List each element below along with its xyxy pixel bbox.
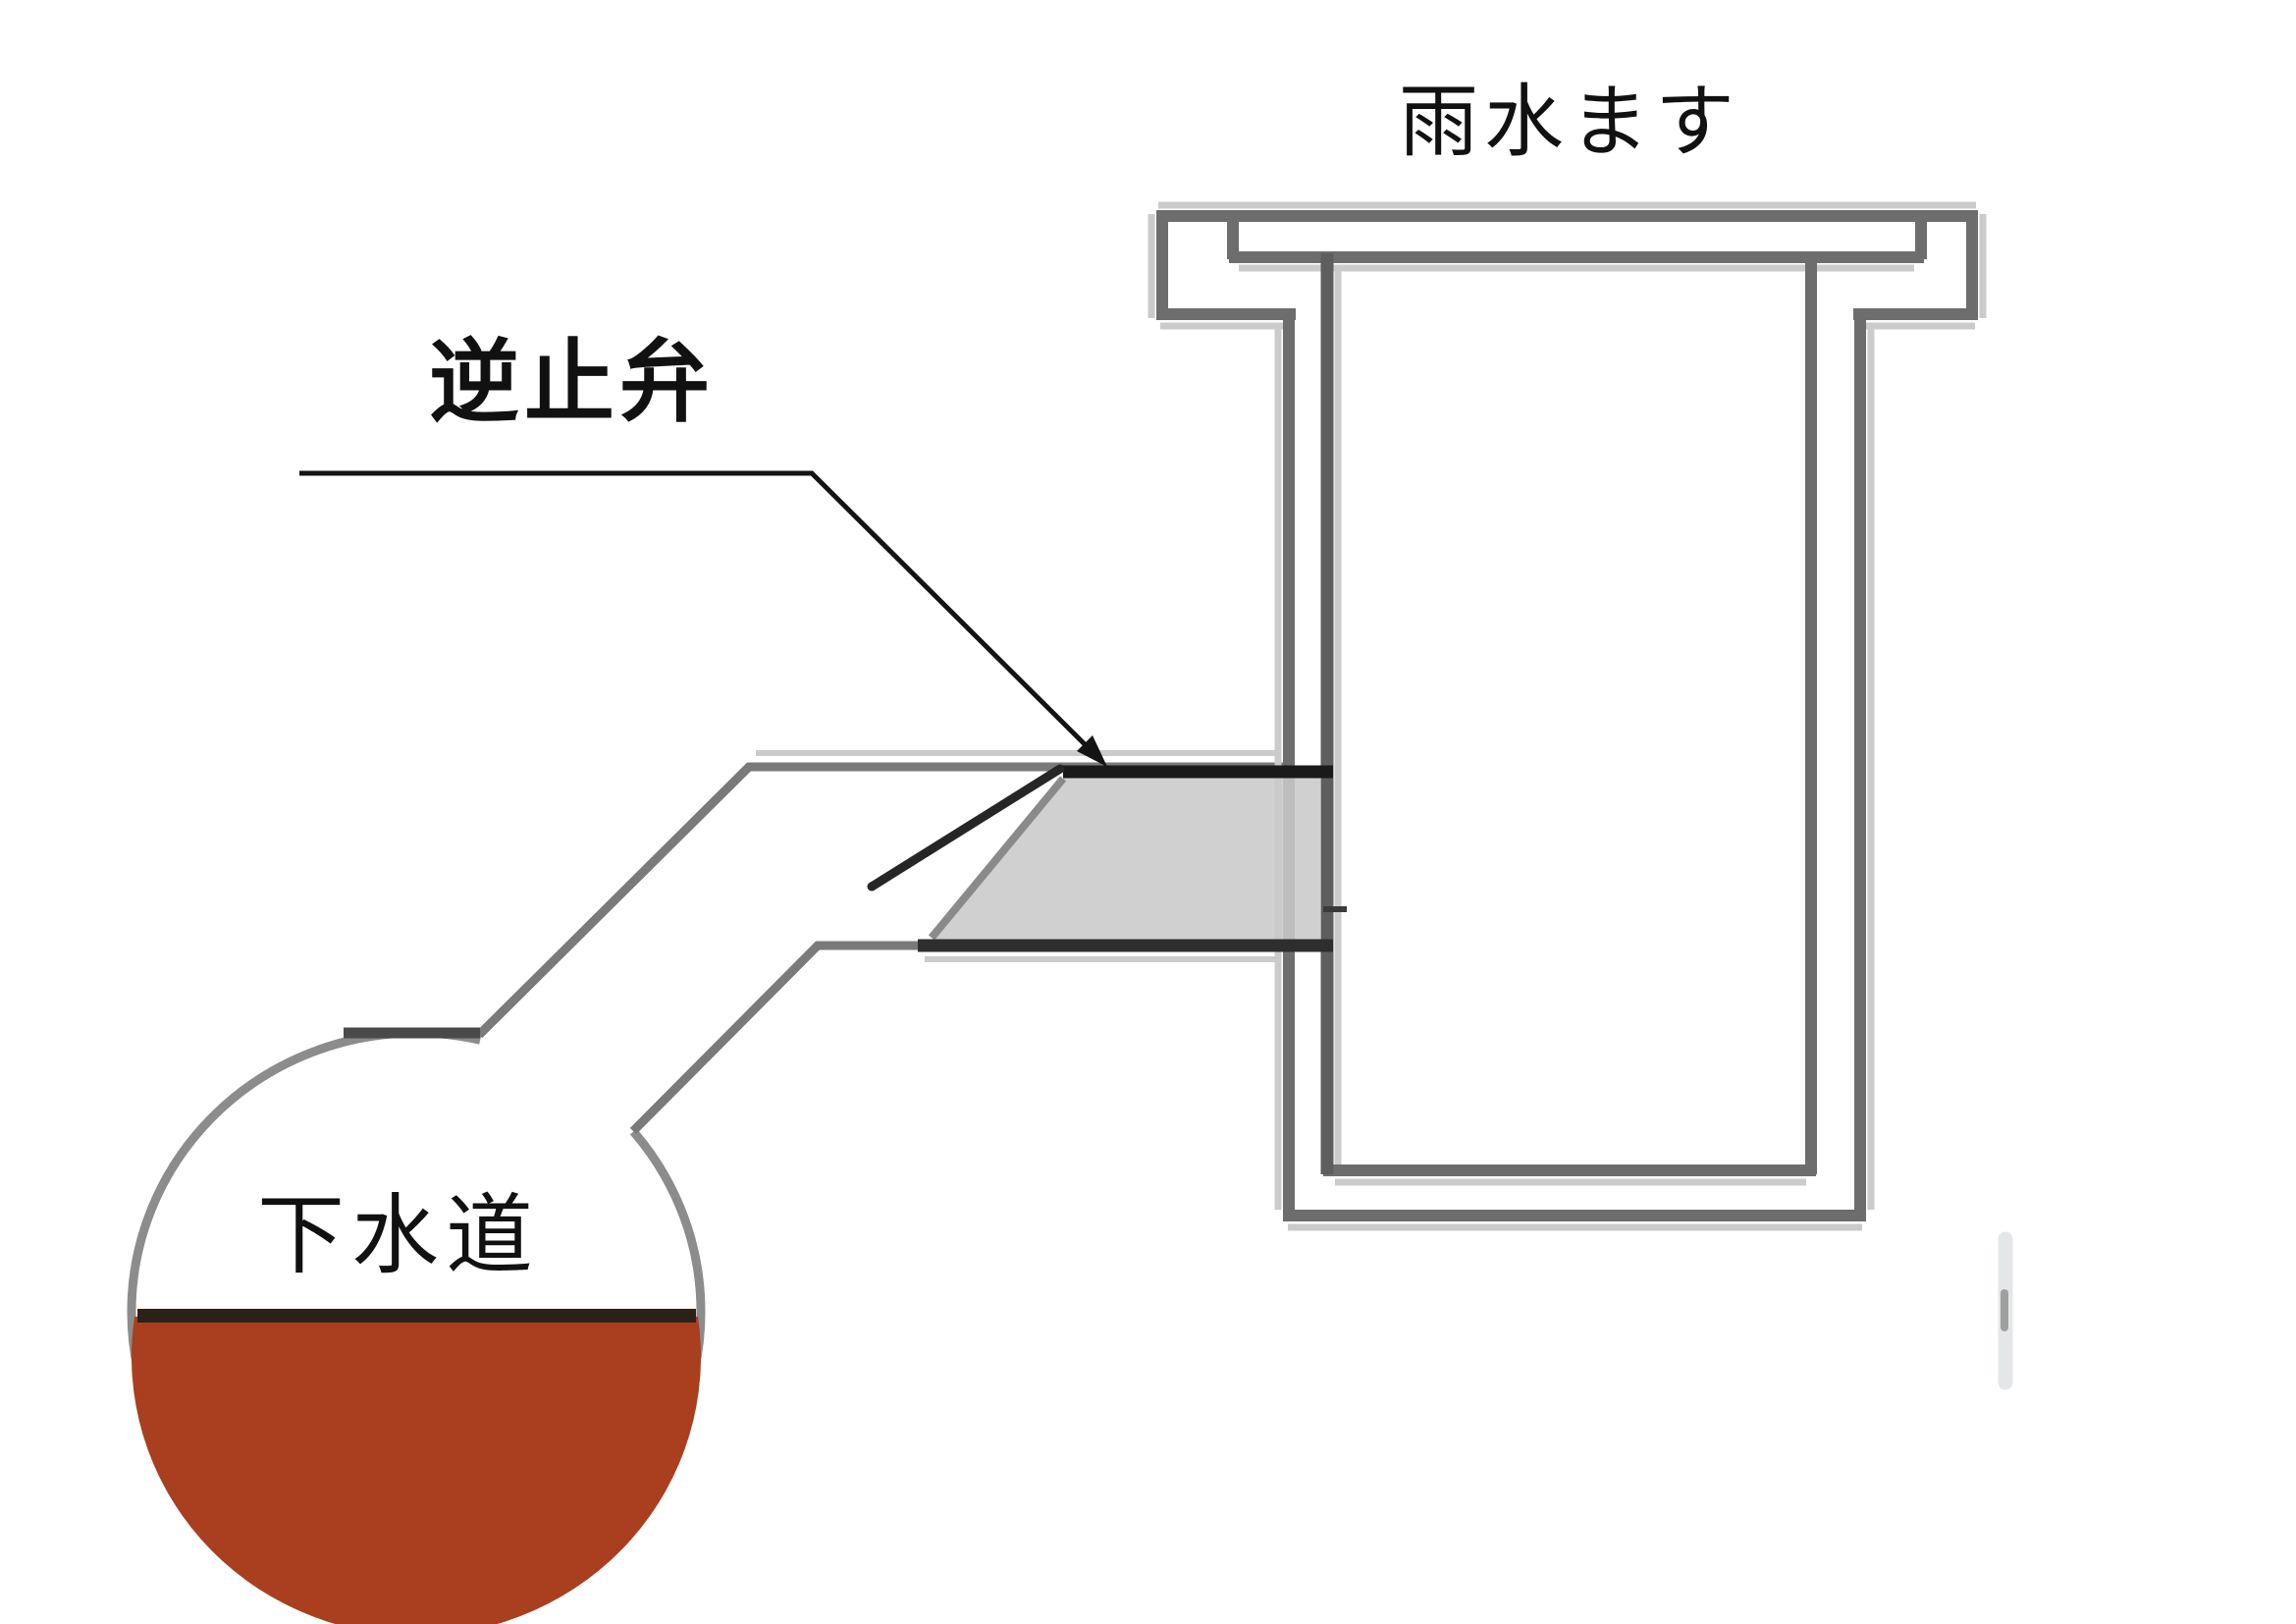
pipe-opening-mask bbox=[478, 1027, 642, 1138]
sewage-fill bbox=[132, 1317, 701, 1624]
valve-flap bbox=[867, 764, 1065, 892]
arrowhead-icon bbox=[1077, 735, 1107, 767]
leader-line bbox=[299, 470, 1088, 747]
valve-seat bbox=[933, 776, 1320, 941]
pipe-lower-wall bbox=[629, 941, 921, 1135]
check-valve bbox=[867, 253, 1347, 1174]
basin-label: 雨水ます bbox=[1399, 79, 1740, 167]
sewer-label: 下水道 bbox=[257, 1186, 540, 1284]
rainwater-basin bbox=[1148, 201, 1987, 1231]
scan-artifact bbox=[1998, 1231, 2013, 1390]
basin-outline-lines bbox=[1156, 210, 1978, 1221]
basin-halo-lines bbox=[1148, 201, 1987, 1231]
valve-label: 逆止弁 bbox=[429, 333, 715, 433]
valve-leader bbox=[299, 470, 1107, 767]
valve-miter-edge bbox=[928, 776, 1067, 941]
sewer-pipe-section bbox=[127, 1028, 706, 1624]
